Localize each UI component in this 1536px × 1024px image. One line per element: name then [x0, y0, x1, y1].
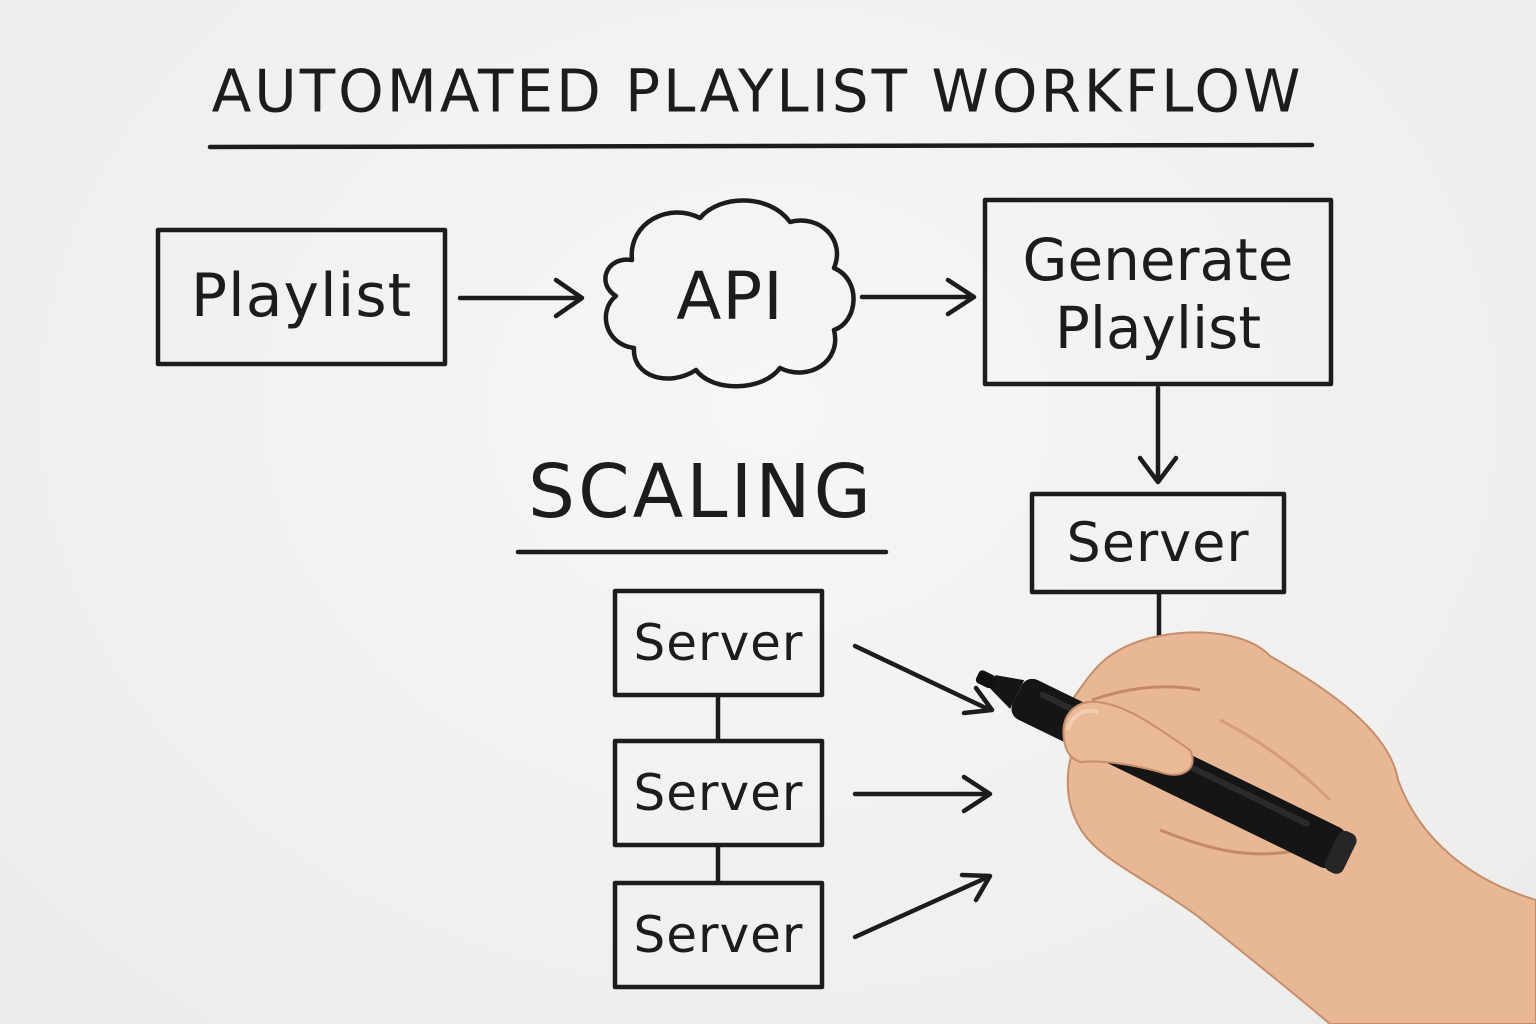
scaling-arrow-1: [852, 643, 995, 716]
hand-with-marker-icon: [975, 631, 1536, 1024]
generate-playlist-label: Generate Playlist: [1022, 226, 1294, 363]
playlist-label: Playlist: [190, 261, 413, 331]
generate-box: [982, 197, 1334, 387]
scaling-server-label-2: Server: [633, 764, 804, 822]
playlist-box: [155, 227, 448, 367]
arrow-generate-to-server: [1137, 385, 1179, 485]
arrow-playlist-to-api: [457, 277, 585, 319]
diagram-title: AUTOMATED PLAYLIST WORKFLOW: [211, 56, 1304, 126]
api-cloud: [603, 198, 856, 389]
api-label: API: [676, 258, 784, 335]
scaling-arrow-2: [852, 774, 993, 814]
server-main-label: Server: [1066, 511, 1250, 574]
title-underline: [207, 142, 1315, 150]
scaling-server-label-1: Server: [633, 614, 804, 672]
scaling-heading: SCALING: [527, 449, 874, 535]
scaling-server-label-3: Server: [633, 906, 804, 964]
arrow-api-to-generate: [859, 277, 977, 317]
scaling-arrow-3: [852, 872, 993, 940]
